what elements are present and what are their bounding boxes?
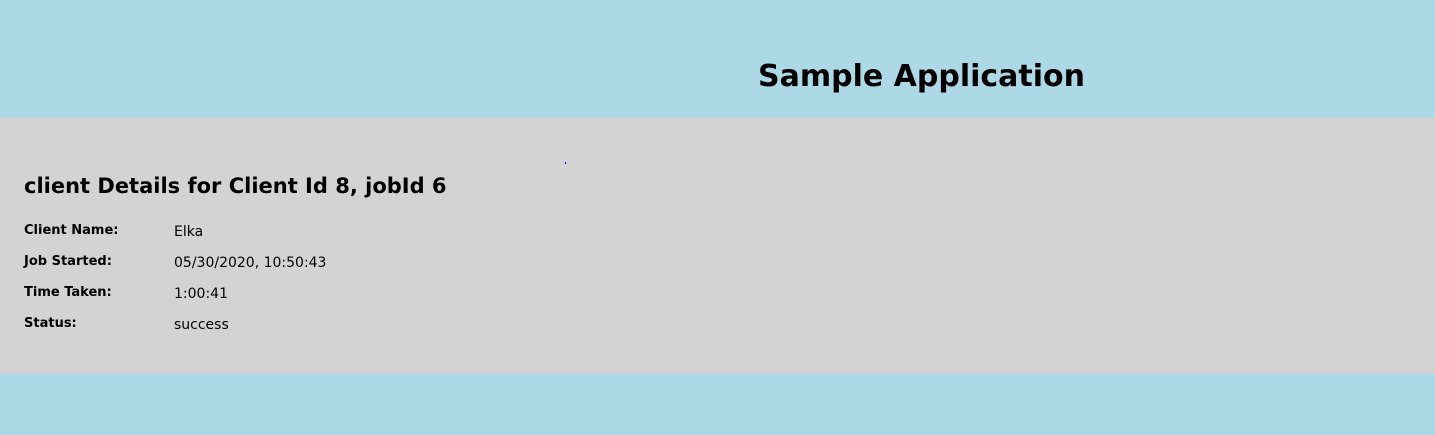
client-details-panel: client Details for Client Id 8, jobId 6 … bbox=[0, 118, 1435, 374]
detail-row-client-name: Client Name: Elka bbox=[24, 222, 624, 244]
link-dot[interactable] bbox=[565, 162, 566, 164]
detail-row-status: Status: success bbox=[24, 315, 624, 337]
time-taken-value: 1:00:41 bbox=[174, 286, 228, 302]
job-started-label: Job Started: bbox=[24, 254, 112, 269]
detail-row-time-taken: Time Taken: 1:00:41 bbox=[24, 284, 624, 306]
time-taken-label: Time Taken: bbox=[24, 285, 112, 300]
job-started-value: 05/30/2020, 10:50:43 bbox=[174, 255, 327, 271]
client-name-label: Client Name: bbox=[24, 223, 119, 238]
app-title: Sample Application bbox=[758, 59, 1086, 94]
client-name-value: Elka bbox=[174, 224, 204, 240]
details-title: client Details for Client Id 8, jobId 6 bbox=[24, 174, 447, 198]
app-footer bbox=[0, 374, 1435, 435]
app-header: Sample Application bbox=[0, 0, 1435, 118]
status-label: Status: bbox=[24, 316, 77, 331]
status-value: success bbox=[174, 317, 229, 333]
detail-row-job-started: Job Started: 05/30/2020, 10:50:43 bbox=[24, 253, 624, 275]
